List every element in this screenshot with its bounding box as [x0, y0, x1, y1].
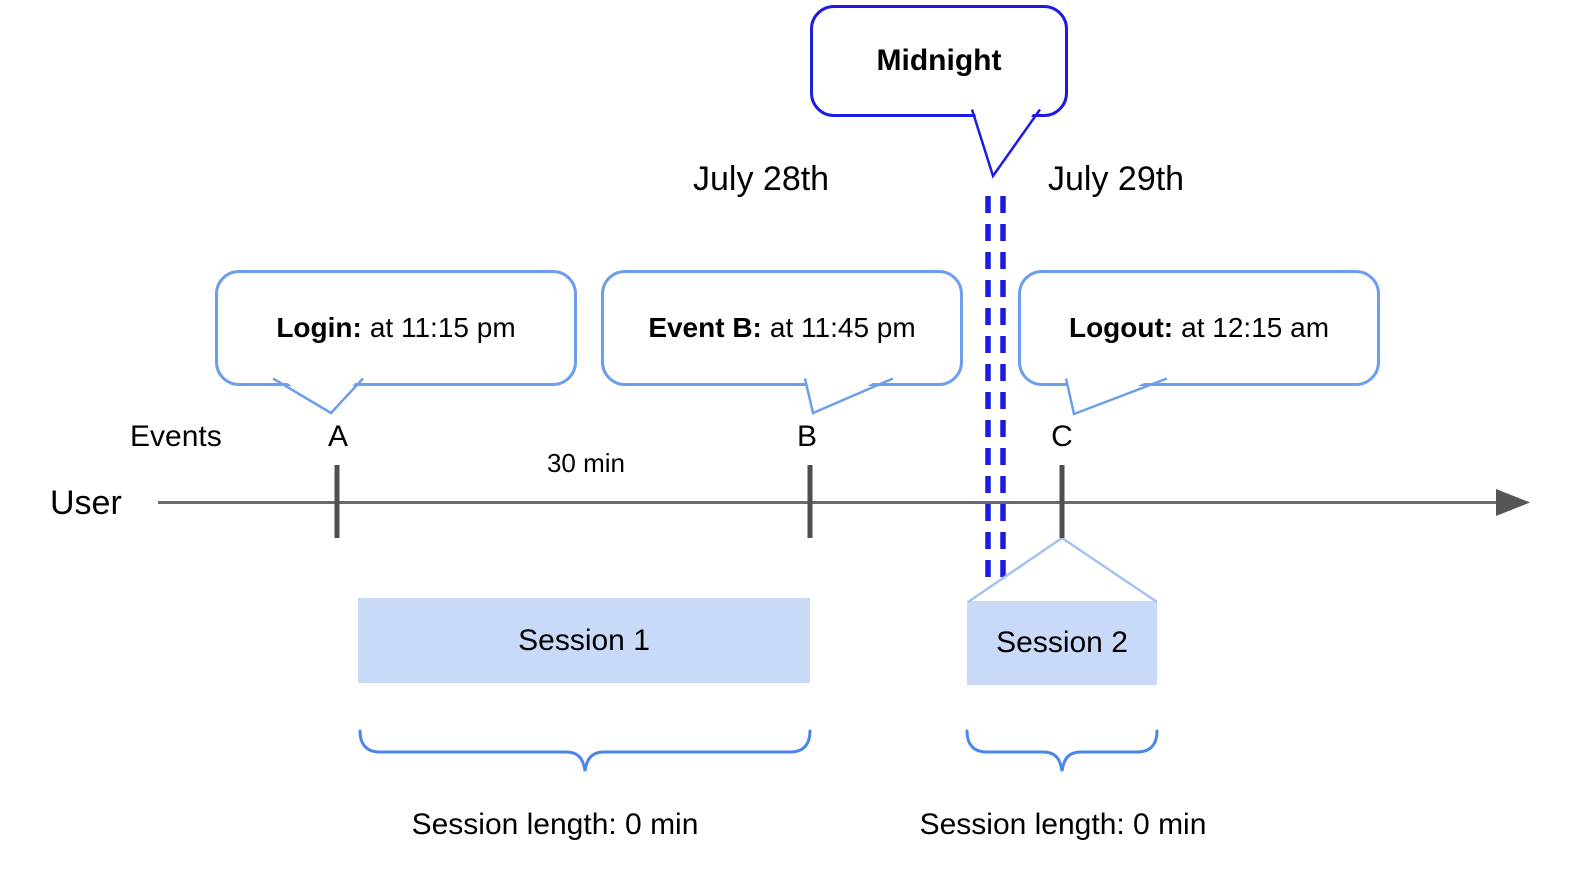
timeline-arrowhead: [1496, 489, 1530, 516]
login-callout: Login: at 11:15 pm: [215, 270, 577, 386]
logout-callout-title: Logout:: [1068, 312, 1174, 343]
session-2-funnel-lines: [967, 536, 1158, 604]
event-marker-c: C: [1051, 420, 1073, 453]
date-label-july-29th: July 29th: [1048, 160, 1185, 198]
event-tick-marks: [334, 465, 1065, 538]
session-2-brace: [965, 729, 1159, 772]
events-row-label: Events: [130, 420, 222, 453]
session-1-label: Session 1: [518, 623, 650, 657]
session-1-box: Session 1: [358, 598, 810, 683]
logout-callout: Logout: at 12:15 am: [1018, 270, 1380, 386]
event-b-callout-title: Event B:: [648, 312, 762, 343]
session-2-length-label: Session length: 0 min: [919, 808, 1207, 841]
midnight-callout-label: Midnight: [876, 44, 1002, 77]
interval-30min-label: 30 min: [546, 448, 626, 478]
midnight-divider-lines: [985, 196, 1006, 580]
event-marker-a: A: [327, 420, 349, 453]
midnight-callout: Midnight: [810, 5, 1068, 117]
event-b-callout-detail: at 11:45 pm: [769, 312, 916, 343]
login-callout-title: Login:: [276, 312, 362, 343]
session-1-length-label: Session length: 0 min: [411, 808, 699, 841]
login-callout-detail: at 11:15 pm: [369, 312, 516, 343]
midnight-callout-tail-stroke: [970, 108, 1042, 179]
session-1-brace: [358, 729, 812, 772]
event-b-callout: Event B: at 11:45 pm: [601, 270, 963, 386]
user-row-label: User: [50, 484, 122, 522]
session-2-label: Session 2: [996, 626, 1128, 659]
event-marker-b: B: [796, 420, 818, 453]
session-length-braces: [358, 729, 1159, 772]
session-2-box: Session 2: [967, 601, 1157, 685]
logout-callout-detail: at 12:15 am: [1181, 312, 1330, 343]
date-label-july-28th: July 28th: [693, 160, 830, 198]
